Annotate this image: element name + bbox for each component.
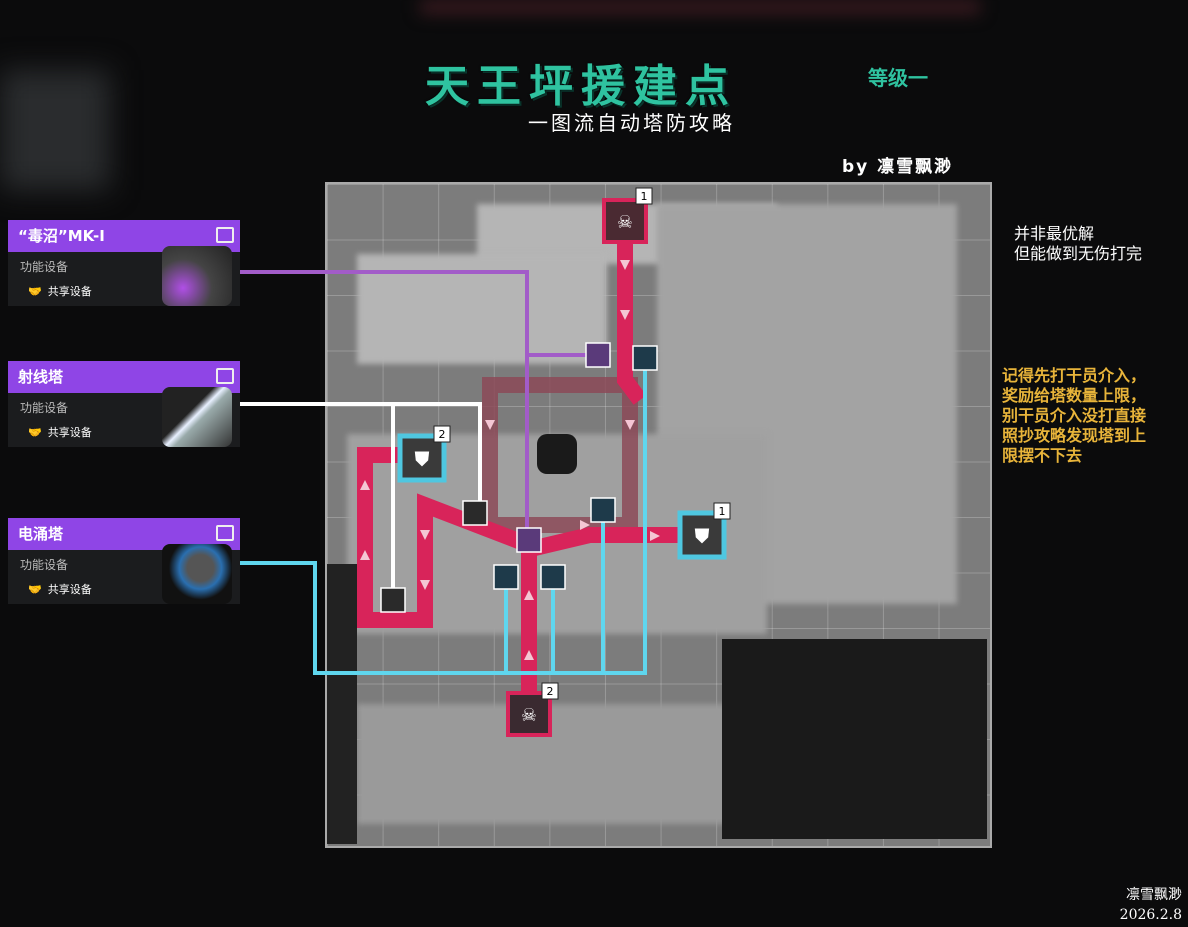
signature-date: 2026.2.8 (1119, 907, 1182, 923)
svg-text:☠: ☠ (617, 212, 633, 233)
tower-name: 电涌塔 (18, 525, 64, 543)
enemy-path-1 (617, 235, 647, 405)
handshake-icon: 🤝 (28, 426, 42, 439)
svg-text:⛊: ⛊ (415, 447, 430, 471)
center-pit (537, 434, 577, 474)
inspect-icon[interactable] (216, 227, 234, 243)
tower-name: “毒沼”MK-I (18, 227, 105, 245)
subtitle: 一图流自动塔防攻略 (528, 111, 735, 135)
ray-tower-placement (380, 587, 406, 613)
map-area (325, 182, 992, 848)
inspect-icon[interactable] (216, 525, 234, 541)
poison-tower-placement (585, 342, 611, 368)
inspect-icon[interactable] (216, 368, 234, 384)
note-line: 并非最优解 (1014, 224, 1095, 243)
enemy-spawn-2: ☠ 2 (506, 682, 559, 737)
tower-category: 功能设备 (20, 260, 69, 274)
surge-tower-link (240, 365, 647, 675)
enemy-spawn-1: ☠ 1 (602, 187, 653, 244)
signature: 凛雪飘渺 2026.2.8 (1120, 885, 1182, 925)
note-disclaimer: 并非最优解 但能做到无伤打完 (1014, 224, 1142, 264)
ray-tower-placement (462, 500, 488, 526)
blurred-background (420, 0, 980, 14)
note-line: 记得先打干员介入， (1002, 366, 1147, 385)
tower-card-surge[interactable]: 电涌塔 功能设备 🤝 共享设备 (8, 518, 240, 604)
tower-category: 功能设备 (20, 558, 69, 572)
note-line: 奖励给塔数量上限， (1002, 386, 1147, 405)
spawn-label: 1 (641, 190, 648, 203)
dark-area (327, 564, 357, 844)
tower-name: 射线塔 (18, 368, 64, 386)
tower-card-ray[interactable]: 射线塔 功能设备 🤝 共享设备 (8, 361, 240, 447)
ray-tower-image (162, 387, 232, 447)
level-label: 等级一 (868, 66, 928, 90)
note-tip: 记得先打干员介入， 奖励给塔数量上限， 别干员介入没打直接 照抄攻略发现塔到上 … (1002, 366, 1146, 466)
note-line: 但能做到无伤打完 (1014, 244, 1143, 263)
spawn-label: 2 (547, 685, 554, 698)
ray-tower-link (240, 402, 482, 505)
tower-category: 功能设备 (20, 401, 69, 415)
poison-tower-placement (516, 527, 542, 553)
note-line: 照抄攻略发现塔到上 (1002, 426, 1147, 445)
svg-text:⛊: ⛊ (695, 524, 710, 548)
tower-tag: 共享设备 (47, 426, 92, 439)
base-label: 2 (439, 428, 446, 441)
map-title: 天王坪援建点 (425, 61, 737, 112)
surge-tower-placement (493, 564, 519, 590)
surge-tower-link (504, 518, 605, 673)
signature-author: 凛雪飘渺 (1126, 887, 1182, 903)
svg-text:☠: ☠ (521, 705, 537, 726)
surge-tower-placement (590, 497, 616, 523)
tower-tag: 共享设备 (47, 285, 92, 298)
base-label: 1 (719, 505, 726, 518)
poison-tower-image (162, 246, 232, 306)
note-line: 限摆不下去 (1002, 446, 1083, 465)
handshake-icon: 🤝 (28, 285, 42, 298)
author-byline: by 凛雪飘渺 (842, 157, 954, 177)
path-arrows (360, 260, 660, 660)
dark-area (722, 639, 987, 839)
handshake-icon: 🤝 (28, 583, 42, 596)
defense-base-1: ⛊ 1 (677, 502, 731, 560)
defense-base-2: ⛊ 2 (397, 425, 451, 483)
surge-tower-image (162, 544, 232, 604)
note-line: 别干员介入没打直接 (1002, 406, 1147, 425)
tower-card-poison[interactable]: “毒沼”MK-I 功能设备 🤝 共享设备 (8, 220, 240, 306)
surge-tower-placement (632, 345, 658, 371)
enemy-path-3 (533, 527, 690, 556)
tower-tag: 共享设备 (47, 583, 92, 596)
enemy-loop-path (482, 377, 638, 533)
blurred-background (0, 70, 110, 190)
surge-tower-placement (540, 564, 566, 590)
poison-tower-link (240, 270, 529, 530)
